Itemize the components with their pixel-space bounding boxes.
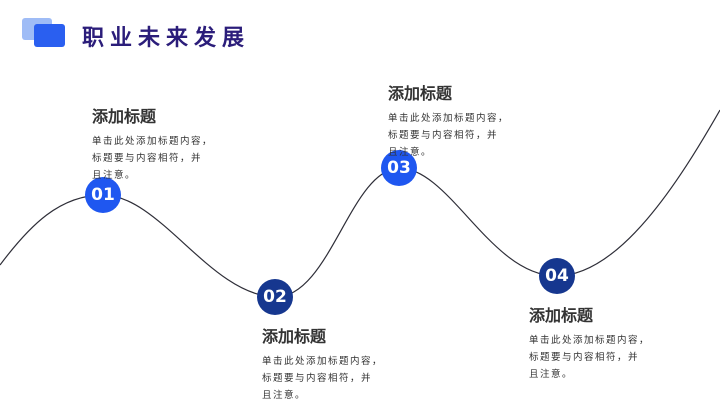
step-description: 单击此处添加标题内容， 标题要与内容相符，并 且注意。 — [388, 113, 510, 158]
step-title: 添加标题 — [262, 327, 327, 346]
step-title: 添加标题 — [529, 306, 594, 325]
step-marker-03: 03 — [381, 150, 417, 186]
logo-square-front — [34, 24, 65, 47]
step-marker-02: 02 — [257, 279, 293, 315]
step-marker-04: 04 — [539, 258, 575, 294]
step-marker-01: 01 — [85, 177, 121, 213]
step-block-02: 添加标题 单击此处添加标题内容， 标题要与内容相符，并 且注意。 — [262, 323, 402, 404]
step-block-04: 添加标题 单击此处添加标题内容， 标题要与内容相符，并 且注意。 — [529, 302, 669, 383]
step-block-01: 添加标题 单击此处添加标题内容， 标题要与内容相符，并 且注意。 — [92, 103, 232, 184]
step-description: 单击此处添加标题内容， 标题要与内容相符，并 且注意。 — [92, 136, 214, 181]
step-title: 添加标题 — [388, 84, 453, 103]
step-description: 单击此处添加标题内容， 标题要与内容相符，并 且注意。 — [262, 356, 384, 401]
step-title: 添加标题 — [92, 107, 157, 126]
step-description: 单击此处添加标题内容， 标题要与内容相符，并 且注意。 — [529, 335, 651, 380]
step-block-03: 添加标题 单击此处添加标题内容， 标题要与内容相符，并 且注意。 — [388, 80, 528, 161]
page-title: 职业未来发展 — [82, 26, 251, 51]
